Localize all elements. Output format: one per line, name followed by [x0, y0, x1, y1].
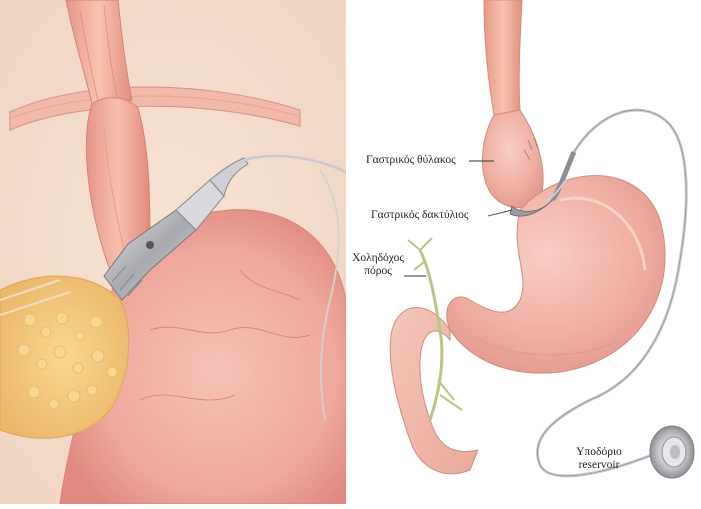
band-screw — [146, 241, 154, 249]
label-reservoir-line2: reservoir — [566, 459, 632, 472]
label-bile-duct: Χοληδόχος πόρος — [350, 252, 406, 278]
reservoir-port — [650, 426, 694, 478]
label-gastric-ring: Γαστρικός δακτύλιος — [371, 209, 468, 222]
label-reservoir: Υποδόριο reservoir — [566, 446, 632, 472]
label-bile-duct-line2: πόρος — [350, 265, 406, 278]
label-reservoir-line1: Υποδόριο — [566, 446, 632, 459]
left-panel — [0, 0, 346, 504]
label-bile-duct-line1: Χοληδόχος — [350, 252, 406, 265]
label-gastric-pouch: Γαστρικός θύλακος — [366, 154, 456, 167]
